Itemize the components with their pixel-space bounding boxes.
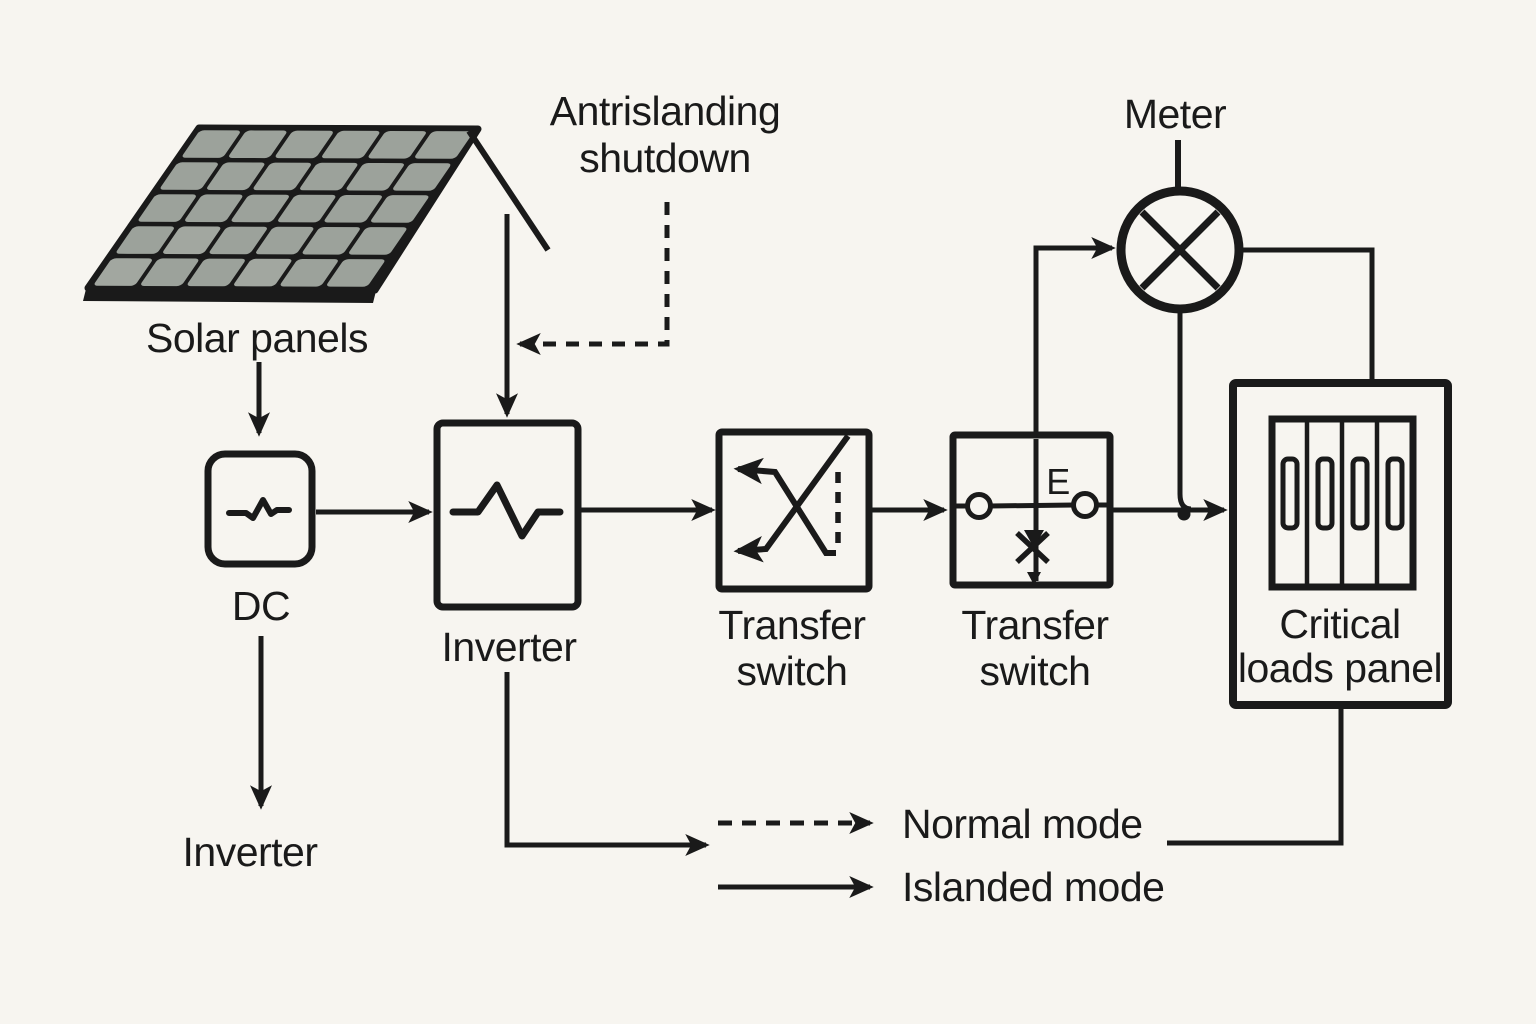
transfer-switch-2-box: E: [949, 431, 1114, 589]
ts2-label-line1: Transfer: [961, 602, 1108, 648]
solar-panel-icon: [83, 124, 551, 303]
ts2-contact-left: [965, 492, 993, 520]
solar-panels-label: Solar panels: [146, 315, 368, 361]
dc-box: [204, 450, 316, 568]
anti-islanding-label-line1: Antrislanding: [550, 88, 781, 134]
ts1-label-line2: switch: [737, 648, 848, 694]
dc-label: DC: [232, 583, 290, 629]
transfer-switch-1-box: [715, 428, 873, 593]
legend: Normal mode Islanded mode: [718, 801, 1165, 910]
breaker-panel-icon: [1268, 415, 1417, 591]
inverter-label: Inverter: [442, 624, 577, 670]
anti-islanding-signal-arrow: [516, 202, 670, 355]
critical-loads-panel-box: Critical loads panel: [1229, 379, 1452, 709]
ts2-break-arrowhead: [1024, 530, 1044, 548]
dc-output-label: Inverter: [183, 829, 318, 875]
ts1-label-line1: Transfer: [718, 602, 865, 648]
panel-mount-line: [466, 129, 551, 252]
solar-panel-base: [83, 289, 376, 303]
inverter-wave-icon: [449, 481, 564, 540]
ts2-to-meter-arrow: [1033, 237, 1116, 433]
legend-normal-mode-label: Normal mode: [902, 801, 1143, 847]
ts2-terminal-e-label: E: [1046, 461, 1070, 502]
critical-loads-label-line1: Critical: [1279, 601, 1400, 647]
ts2-contact-line: [989, 502, 1075, 509]
critical-loads-label-line2: loads panel: [1238, 645, 1442, 691]
ts1-crossover-line-a: [733, 434, 851, 563]
ts1-crossover-line-b: [733, 457, 836, 556]
ts2-label-line2: switch: [980, 648, 1091, 694]
legend-islanded-mode-label: Islanded mode: [902, 864, 1164, 910]
dc-wave-icon: [226, 497, 292, 521]
meter-label: Meter: [1124, 91, 1226, 137]
anti-islanding-label-line2: shutdown: [579, 135, 751, 181]
inverter-output-arrow: [504, 672, 710, 856]
ts2-contact-right: [1071, 491, 1099, 519]
solar-panel-cells: [94, 130, 473, 287]
meter-drop-line: [1177, 309, 1192, 512]
inverter-box: [433, 419, 582, 611]
panel-return-line: [1167, 706, 1344, 846]
meter-icon: [1116, 140, 1244, 314]
meter-to-panel-line: [1240, 247, 1375, 380]
